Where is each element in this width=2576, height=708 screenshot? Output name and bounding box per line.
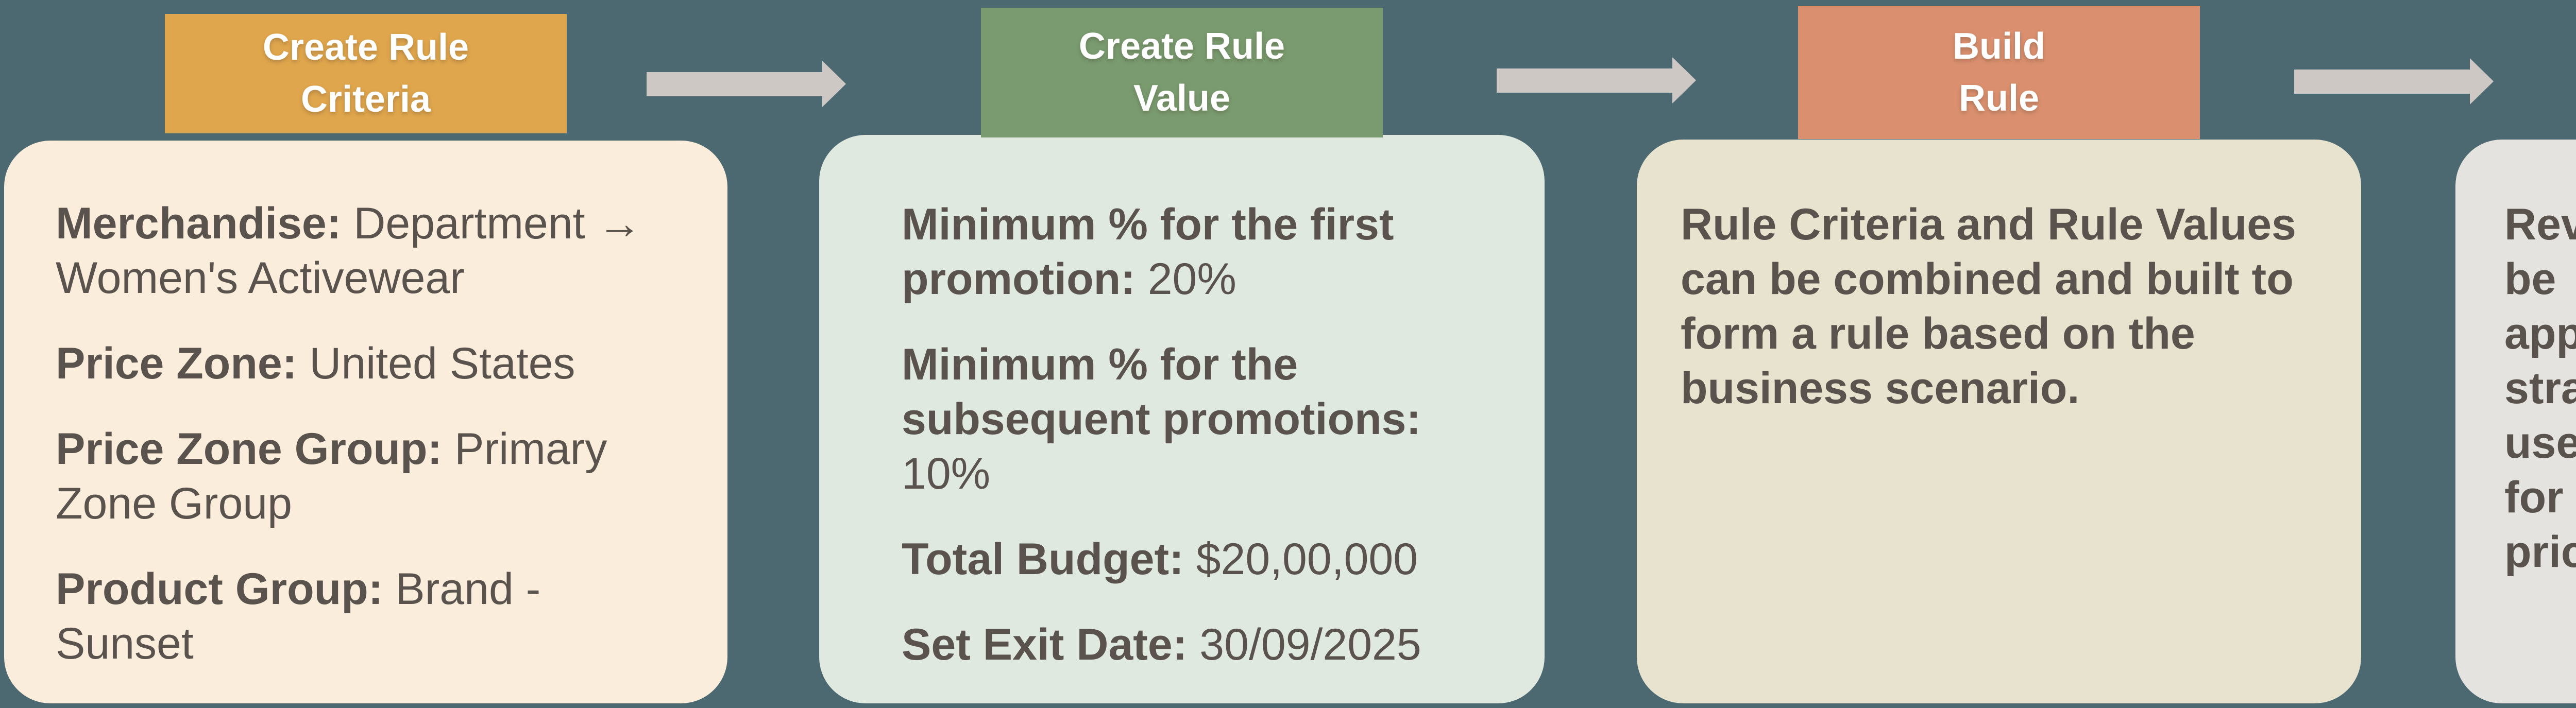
review-save-description-text: Review and save the rule to be applied w…: [2504, 200, 2576, 577]
field-price-zone: Price Zone: United States: [56, 336, 681, 391]
field-total-budget-value: $20,00,000: [1196, 534, 1418, 584]
card-review-and-save-rule: Review and save the rule to be applied w…: [2455, 140, 2576, 703]
field-set-exit-date-value: 30/09/2025: [1199, 620, 1421, 669]
field-min-first-promotion-label: Minimum % for the first promotion:: [902, 200, 1394, 304]
step-header-label: Build Rule: [1953, 26, 2045, 119]
field-set-exit-date-label: Set Exit Date:: [902, 620, 1188, 669]
field-min-subsequent-promotions-label: Minimum % for the subsequent promotions:: [902, 340, 1421, 444]
step-review-and-save-rule: Review and Save Rule Review and save the…: [2455, 0, 2576, 708]
build-rule-description-text: Rule Criteria and Rule Values can be com…: [1681, 200, 2296, 413]
step-create-rule-value: Create Rule Value Minimum % for the firs…: [819, 0, 1545, 708]
field-merchandise-value: Department → Women's Activewear: [56, 199, 642, 303]
field-min-subsequent-promotions: Minimum % for the subsequent promotions:…: [902, 337, 1503, 501]
card-create-rule-criteria: Merchandise: Department → Women's Active…: [4, 141, 727, 703]
field-total-budget-label: Total Budget:: [902, 534, 1184, 584]
arrow-shaft: [2294, 69, 2470, 94]
arrow-head: [822, 61, 846, 107]
arrow-shaft: [647, 72, 822, 96]
field-price-zone-group: Price Zone Group: Primary Zone Group: [56, 422, 681, 531]
arrow-shaft: [1497, 68, 1672, 93]
field-merchandise-label: Merchandise:: [56, 199, 342, 248]
field-price-zone-value: United States: [309, 339, 575, 388]
field-total-budget: Total Budget: $20,00,000: [902, 532, 1503, 586]
field-set-exit-date: Set Exit Date: 30/09/2025: [902, 617, 1503, 672]
flow-arrow-icon: [2294, 58, 2494, 105]
field-min-subsequent-promotions-value: 10%: [902, 449, 991, 498]
flow-arrow-icon: [1497, 57, 1696, 103]
arrow-head: [1672, 57, 1696, 103]
card-create-rule-value: Minimum % for the first promotion: 20% M…: [819, 135, 1545, 703]
step-header-create-rule-criteria: Create Rule Criteria: [165, 14, 567, 133]
build-rule-description: Rule Criteria and Rule Values can be com…: [1681, 197, 2315, 416]
step-create-rule-criteria: Create Rule Criteria Merchandise: Depart…: [4, 0, 727, 708]
field-product-group-value: Brand - Sunset: [56, 564, 541, 668]
card-build-rule: Rule Criteria and Rule Values can be com…: [1637, 140, 2361, 703]
step-header-label: Create Rule Value: [1078, 26, 1285, 119]
field-merchandise: Merchandise: Department → Women's Active…: [56, 196, 681, 305]
step-header-build-rule: Build Rule: [1798, 6, 2200, 139]
field-product-group: Product Group: Brand - Sunset: [56, 562, 681, 671]
field-price-zone-group-value: Primary Zone Group: [56, 424, 607, 528]
field-min-first-promotion: Minimum % for the first promotion: 20%: [902, 197, 1503, 306]
field-price-zone-label: Price Zone:: [56, 339, 297, 388]
review-save-description: Review and save the rule to be applied w…: [2504, 197, 2576, 579]
arrow-head: [2470, 58, 2494, 105]
field-min-first-promotion-value: 20%: [1147, 254, 1236, 304]
field-price-zone-group-label: Price Zone Group:: [56, 424, 443, 474]
step-header-create-rule-value: Create Rule Value: [981, 8, 1383, 137]
step-header-label: Create Rule Criteria: [262, 27, 469, 120]
field-product-group-label: Product Group:: [56, 564, 383, 614]
flow-arrow-icon: [647, 61, 846, 107]
step-build-rule: Build Rule Rule Criteria and Rule Values…: [1637, 0, 2361, 708]
